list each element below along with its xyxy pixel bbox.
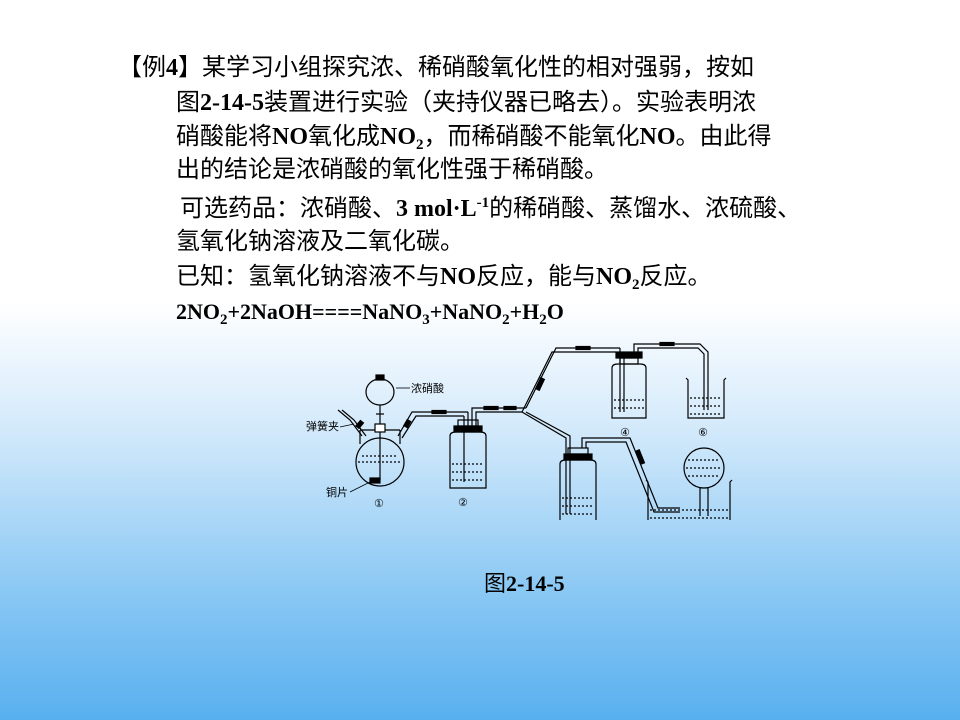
label-number-4: ④ (620, 426, 630, 439)
bottle-4 (611, 348, 647, 419)
label-number-6: ⑥ (698, 426, 708, 439)
problem-line-1: 【例4】某学习小组探究浓、稀硝酸氧化性的相对强弱，按如 (118, 53, 754, 81)
label-copper-piece: 铜片 (326, 485, 348, 499)
problem-text: 【例4】某学习小组探究浓、稀硝酸氧化性的相对强弱，按如 图2-14-5装置进行实… (0, 0, 960, 340)
dropping-funnel (365, 374, 395, 480)
problem-line-4: 出的结论是浓硝酸的氧化性强于稀硝酸。 (176, 155, 608, 183)
apparatus-svg: 浓硝酸 弹簧夹 铜片 ① ② ③ ④ ⑤ ⑥ (306, 341, 733, 520)
label-spring-clamp: 弹簧夹 (306, 419, 339, 433)
copper-piece (369, 477, 381, 484)
label-number-1: ① (374, 497, 384, 510)
figure-caption: 图2-14-5 (484, 571, 565, 597)
label-conc-nitric-acid: 浓硝酸 (411, 381, 444, 395)
bottle-2 (449, 412, 487, 489)
problem-line-3: 硝酸能将NO氧化成NO2，而稀硝酸不能氧化NO。由此得 (176, 122, 772, 153)
trough-5 (645, 447, 733, 520)
apparatus-diagram: 浓硝酸 弹簧夹 铜片 ① ② ③ ④ ⑤ ⑥ (300, 330, 740, 520)
bottle-3 (559, 447, 597, 520)
problem-line-2: 图2-14-5装置进行实验（夹持仪器已略去）。实验表明浓 (176, 88, 756, 116)
problem-line-7: 已知：氢氧化钠溶液不与NO反应，能与NO2反应。 (176, 262, 712, 293)
label-number-2: ② (458, 496, 468, 509)
chemical-equation: 2NO2+2NaOH====NaNO3+NaNO2+H2O (176, 299, 564, 328)
problem-line-6: 氢氧化钠溶液及二氧化碳。 (176, 227, 464, 255)
problem-line-5: 可选药品：浓硝酸、3 mol·L-1的稀硝酸、蒸馏水、浓硫酸、 (180, 194, 802, 222)
beaker-6 (685, 377, 727, 419)
